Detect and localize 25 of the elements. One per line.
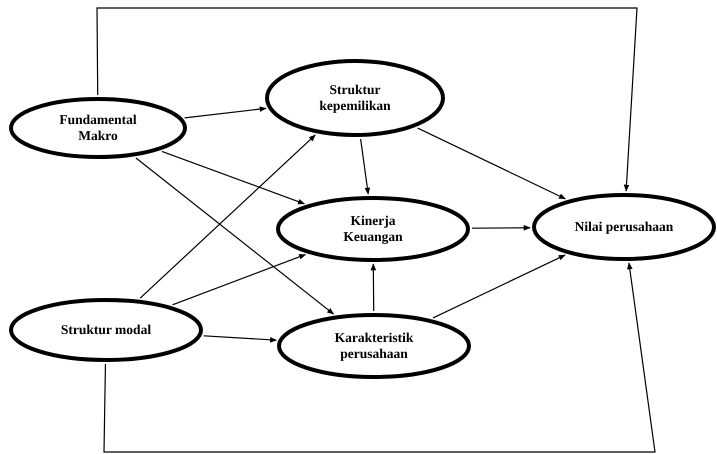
oval-node [534, 195, 714, 259]
node-label: Struktur kepemilikan [318, 82, 392, 114]
arrow [360, 138, 370, 195]
oval-node [267, 61, 443, 135]
arrow [184, 106, 267, 118]
arrow [172, 254, 306, 306]
arrow [472, 225, 531, 231]
arrow [103, 262, 656, 453]
oval-node [11, 300, 201, 360]
oval-node [278, 198, 468, 260]
arrow [432, 254, 566, 318]
node-label: Nilai perusahaan [574, 218, 674, 236]
oval-node [279, 315, 469, 377]
oval-node [11, 99, 185, 157]
node-label: Karakteristik perusahaan [334, 330, 414, 362]
node-label: Fundamental Makro [58, 112, 138, 144]
node-label: Kinerja Keuangan [342, 212, 404, 246]
arrow [140, 134, 316, 299]
node-label: Struktur modal [60, 322, 152, 338]
arrow [96, 7, 638, 192]
arrow [204, 335, 278, 343]
arrow [162, 150, 305, 204]
arrow [417, 128, 566, 200]
arrow [370, 263, 376, 311]
arrow [136, 158, 334, 315]
